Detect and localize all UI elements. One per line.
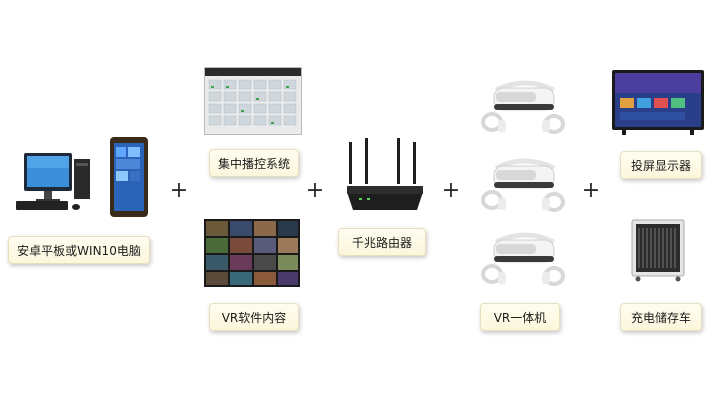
plus-sign-2: + xyxy=(305,178,325,203)
vr-content-screenshot xyxy=(204,219,300,287)
router-label: 千兆路由器 xyxy=(338,228,426,256)
plus-sign-1: + xyxy=(169,178,189,203)
vr-headset-illustration-3 xyxy=(478,228,572,288)
vr-headset-label: VR一体机 xyxy=(480,303,560,331)
vr-headset-illustration-1 xyxy=(478,76,572,136)
vr-headset-illustration-2 xyxy=(478,154,572,214)
tv-illustration xyxy=(612,70,704,136)
control-system-label: 集中播控系统 xyxy=(209,149,299,177)
charging-cart-label: 充电储存车 xyxy=(620,303,702,331)
computer-label: 安卓平板或WIN10电脑 xyxy=(8,236,150,264)
computer-illustration xyxy=(10,133,170,223)
screen-label: 投屏显示器 xyxy=(620,151,702,179)
router-illustration xyxy=(345,138,425,218)
plus-sign-3: + xyxy=(441,178,461,203)
charging-cart-illustration xyxy=(630,218,686,282)
control-system-screenshot xyxy=(204,67,302,135)
plus-sign-4: + xyxy=(581,178,601,203)
vr-content-label: VR软件内容 xyxy=(209,303,299,331)
